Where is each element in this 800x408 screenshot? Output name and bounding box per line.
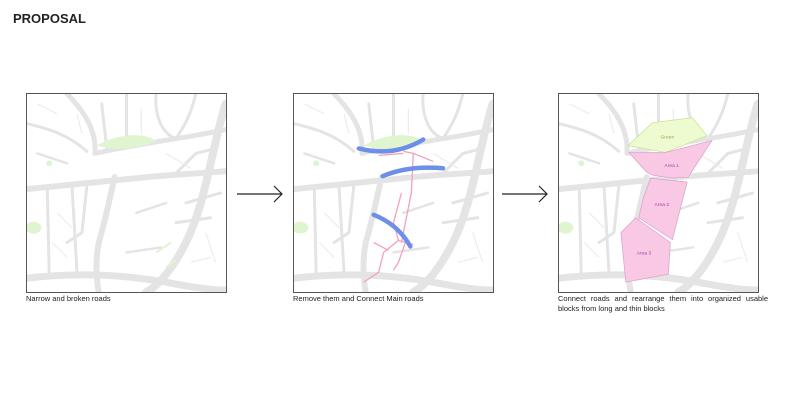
label-area-3: Area 3 xyxy=(637,250,652,256)
connector-road-1 xyxy=(356,137,426,154)
block-green xyxy=(627,117,708,153)
map-panel-connect xyxy=(293,93,494,293)
map-blocks: Green Area 1 Area 2 Area 3 xyxy=(559,94,758,292)
connector-road-2 xyxy=(380,165,446,179)
connector-road-3 xyxy=(371,212,413,249)
map-connect-roads xyxy=(294,94,493,292)
green-area xyxy=(96,135,157,149)
label-area-1: Area 1 xyxy=(664,163,679,169)
label-area-2: Area 2 xyxy=(655,202,670,208)
green-strip xyxy=(155,241,177,269)
map-current-roads xyxy=(27,94,226,292)
block-area-1 xyxy=(628,139,713,179)
block-area-2 xyxy=(638,177,688,241)
caption-blocks: Connect roads and rearrange them into or… xyxy=(558,294,768,313)
arrow-right-icon xyxy=(502,185,548,203)
map-panel-blocks: Green Area 1 Area 2 Area 3 xyxy=(558,93,759,293)
map-panel-current xyxy=(26,93,227,293)
arrow-right-icon xyxy=(237,185,283,203)
caption-connect: Remove them and Connect Main roads xyxy=(293,294,424,303)
label-green: Green xyxy=(660,135,674,141)
page-title: PROPOSAL xyxy=(13,11,86,26)
block-area-3 xyxy=(620,217,671,283)
caption-current: Narrow and broken roads xyxy=(26,294,111,303)
